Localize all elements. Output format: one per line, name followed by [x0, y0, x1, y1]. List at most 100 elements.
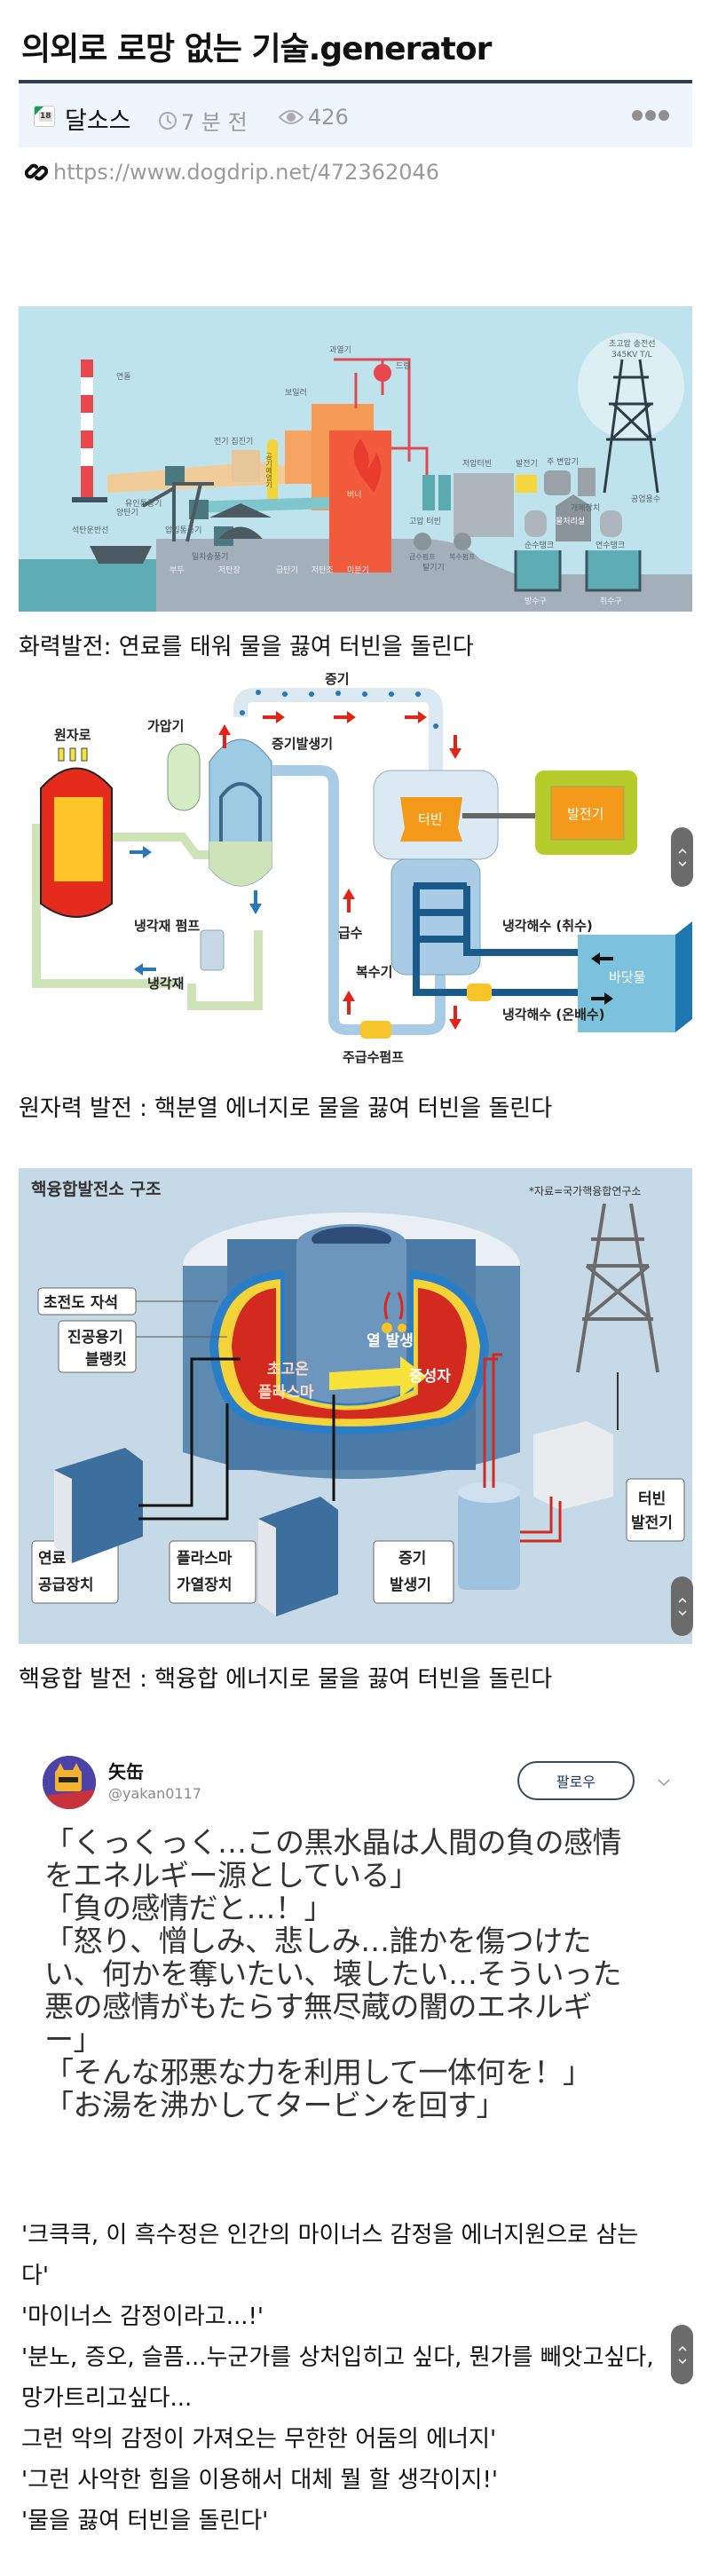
fusion-diagram-source: *자료=국가핵융합연구소: [529, 1185, 641, 1197]
label-plasma-2: 플라스마: [258, 1384, 314, 1402]
label-feed-pump: 급수펌프: [409, 552, 435, 561]
link-icon: [25, 163, 48, 181]
label-steam: 증기: [325, 671, 350, 687]
post-time: 7 분 전: [158, 105, 248, 136]
label-sea: 바닷물: [609, 969, 645, 985]
label-boiler: 보일러: [285, 388, 307, 398]
chevron-down-icon[interactable]: [677, 2358, 688, 2365]
body-text-line: '물을 끓여 터빈을 돌린다': [21, 2508, 269, 2534]
tweet-author-name[interactable]: 矢缶: [108, 1761, 144, 1782]
label-turbine-1: 터빈: [638, 1490, 666, 1508]
view-count: 426: [308, 105, 349, 130]
label-main-feed-pump: 주급수펌프: [343, 1049, 404, 1065]
body-text-line: '크큭큭, 이 흑수정은 인간의 마이너스 감정을 에너지원으로 삼는: [21, 2222, 639, 2248]
label-heating-1: 플라스마: [177, 1550, 233, 1568]
label-superheater: 과열기: [329, 345, 351, 355]
label-switchgear: 개폐장치: [571, 502, 600, 513]
label-drum: 드럼: [396, 360, 411, 371]
nuclear-power-diagram: 원자로 가압기 증기발생기 증기 냉각재 펌프 냉각재 급수 복수기 주급수펌프…: [19, 664, 692, 1079]
tweet-avatar[interactable]: [43, 1756, 96, 1809]
label-coal-yard: 저탄장: [218, 565, 241, 575]
label-coal-ship: 석탄운반선: [72, 525, 108, 535]
chevron-up-icon[interactable]: [677, 848, 688, 855]
label-condensate-pump: 복수펌프: [449, 552, 475, 561]
label-pressurizer: 가압기: [147, 718, 184, 734]
label-burner: 버너: [347, 490, 362, 500]
fusion-diagram-title: 핵융합발전소 구조: [31, 1180, 161, 1199]
label-magnet: 초전도 자석: [43, 1294, 118, 1312]
label-feedwater: 급수: [338, 925, 363, 941]
chevron-down-icon[interactable]: [677, 860, 688, 867]
label-air-heater: 공기예열기: [265, 453, 273, 489]
label-generator: 발전기: [567, 806, 604, 822]
chevron-down-icon[interactable]: [677, 1609, 688, 1616]
scroll-handle[interactable]: [671, 827, 693, 887]
post-title: 의외로 로망 없는 기술.generator: [21, 31, 492, 67]
dot-icon: [645, 110, 656, 121]
tweet-text-line: 「怒り、憎しみ、悲しみ…誰かを傷つけた: [44, 1924, 592, 1958]
chevron-up-icon[interactable]: [677, 2345, 688, 2352]
tweet-text-line: 「そんな邪悪な力を利用して一体何を！」: [44, 2055, 592, 2090]
dot-icon: [632, 110, 643, 121]
label-industrial-water: 공업용수: [631, 494, 660, 504]
label-outlet: 방수구: [525, 597, 547, 606]
caption-nuclear: 원자력 발전 : 핵분열 에너지로 물을 끓여 터빈을 돌린다: [19, 1095, 553, 1122]
label-hp-turbine: 고압 터빈: [409, 516, 441, 526]
tweet-menu-chevron-icon[interactable]: [657, 1774, 671, 1791]
label-soft-tank: 연수탱크: [596, 541, 625, 550]
label-transformer: 주 변압기: [547, 456, 579, 467]
post-views: 426: [278, 105, 349, 130]
time-ago-text: 7 분 전: [181, 110, 248, 135]
label-coal-bunker: 저탄조: [312, 565, 334, 575]
label-turbine: 터빈: [418, 811, 443, 827]
more-options-button[interactable]: [632, 110, 669, 121]
label-water-treatment: 물처리실: [556, 516, 585, 526]
level-badge-icon: 18: [34, 106, 55, 127]
title-divider: [19, 80, 692, 83]
label-pa-fan: 일차송풍기: [192, 551, 228, 562]
label-pulverizer: 미분기: [347, 565, 369, 575]
label-coolant: 냉각재: [147, 976, 184, 992]
label-pier: 부두: [170, 565, 185, 575]
label-turbine-2: 발전기: [631, 1514, 673, 1532]
tweet-text-line: 「お湯を沸かしてタービンを回す」: [44, 2088, 506, 2122]
label-esp: 전기 집진기: [214, 436, 253, 446]
scroll-handle[interactable]: [671, 2325, 693, 2384]
thermal-power-diagram: 연돌 유인통풍기 압입통풍기 일차송풍기 전기 집진기 보일러 과열기 드럼 버…: [19, 306, 692, 612]
body-text-line: 그런 악의 감정이 가져오는 무한한 어둠의 에너지': [21, 2426, 497, 2453]
label-unloader: 양탄기: [116, 508, 138, 518]
tweet-text-line: ー」: [44, 2022, 103, 2057]
label-fuel-1: 연료: [38, 1550, 67, 1568]
label-deaerator: 탈기기: [422, 563, 445, 573]
label-pure-tank: 순수탱크: [525, 541, 554, 550]
tweet-text-line: をエネルギー源としている」: [44, 1858, 419, 1892]
tweet-author-handle[interactable]: @yakan0117: [108, 1785, 201, 1802]
follow-button[interactable]: 팔로우: [517, 1761, 635, 1800]
label-reactor: 원자로: [54, 727, 91, 743]
label-steam-gen-2: 발생기: [390, 1576, 431, 1594]
post-url-link[interactable]: https://www.dogdrip.net/472362046: [53, 160, 440, 185]
label-seawater-out: 냉각해수 (온배수): [502, 1007, 605, 1023]
label-condenser: 복수기: [356, 964, 392, 980]
scroll-handle[interactable]: [671, 1576, 693, 1636]
label-fuel-2: 공급장치: [38, 1576, 94, 1594]
label-seawater-in: 냉각해수 (취수): [502, 918, 593, 934]
eye-icon: [278, 110, 304, 124]
label-vessel-2: 블랭킷: [85, 1351, 127, 1369]
label-steam-gen-1: 증기: [398, 1550, 426, 1568]
chevron-up-icon[interactable]: [677, 1597, 688, 1604]
tweet-text-line: 「負の感情だと…！」: [44, 1891, 334, 1925]
fusion-power-diagram: 핵융합발전소 구조 *자료=국가핵융합연구소: [19, 1168, 692, 1644]
label-heating-2: 가열장치: [177, 1576, 233, 1594]
label-plasma-1: 초고온: [267, 1361, 309, 1379]
label-fd-fan: 압입통풍기: [165, 525, 201, 535]
author-name[interactable]: 달소스: [65, 107, 131, 135]
label-transmission: 초고압 송전선: [609, 338, 656, 349]
body-text-line: '분노, 증오, 슬픔...누군가를 상처입히고 싶다, 뭔가를 빼앗고싶다,: [21, 2344, 654, 2371]
level-number: 18: [39, 112, 52, 122]
label-id-fan: 유인통풍기: [125, 499, 162, 509]
label-intake: 취수구: [600, 597, 622, 606]
tweet-text-line: 「くっくっく…この黒水晶は人間の負の感情: [44, 1825, 622, 1860]
caption-thermal: 화력발전: 연료를 태워 물을 끓여 터빈을 돌린다: [19, 634, 474, 660]
label-lp-turbine: 저압터빈: [462, 458, 492, 469]
